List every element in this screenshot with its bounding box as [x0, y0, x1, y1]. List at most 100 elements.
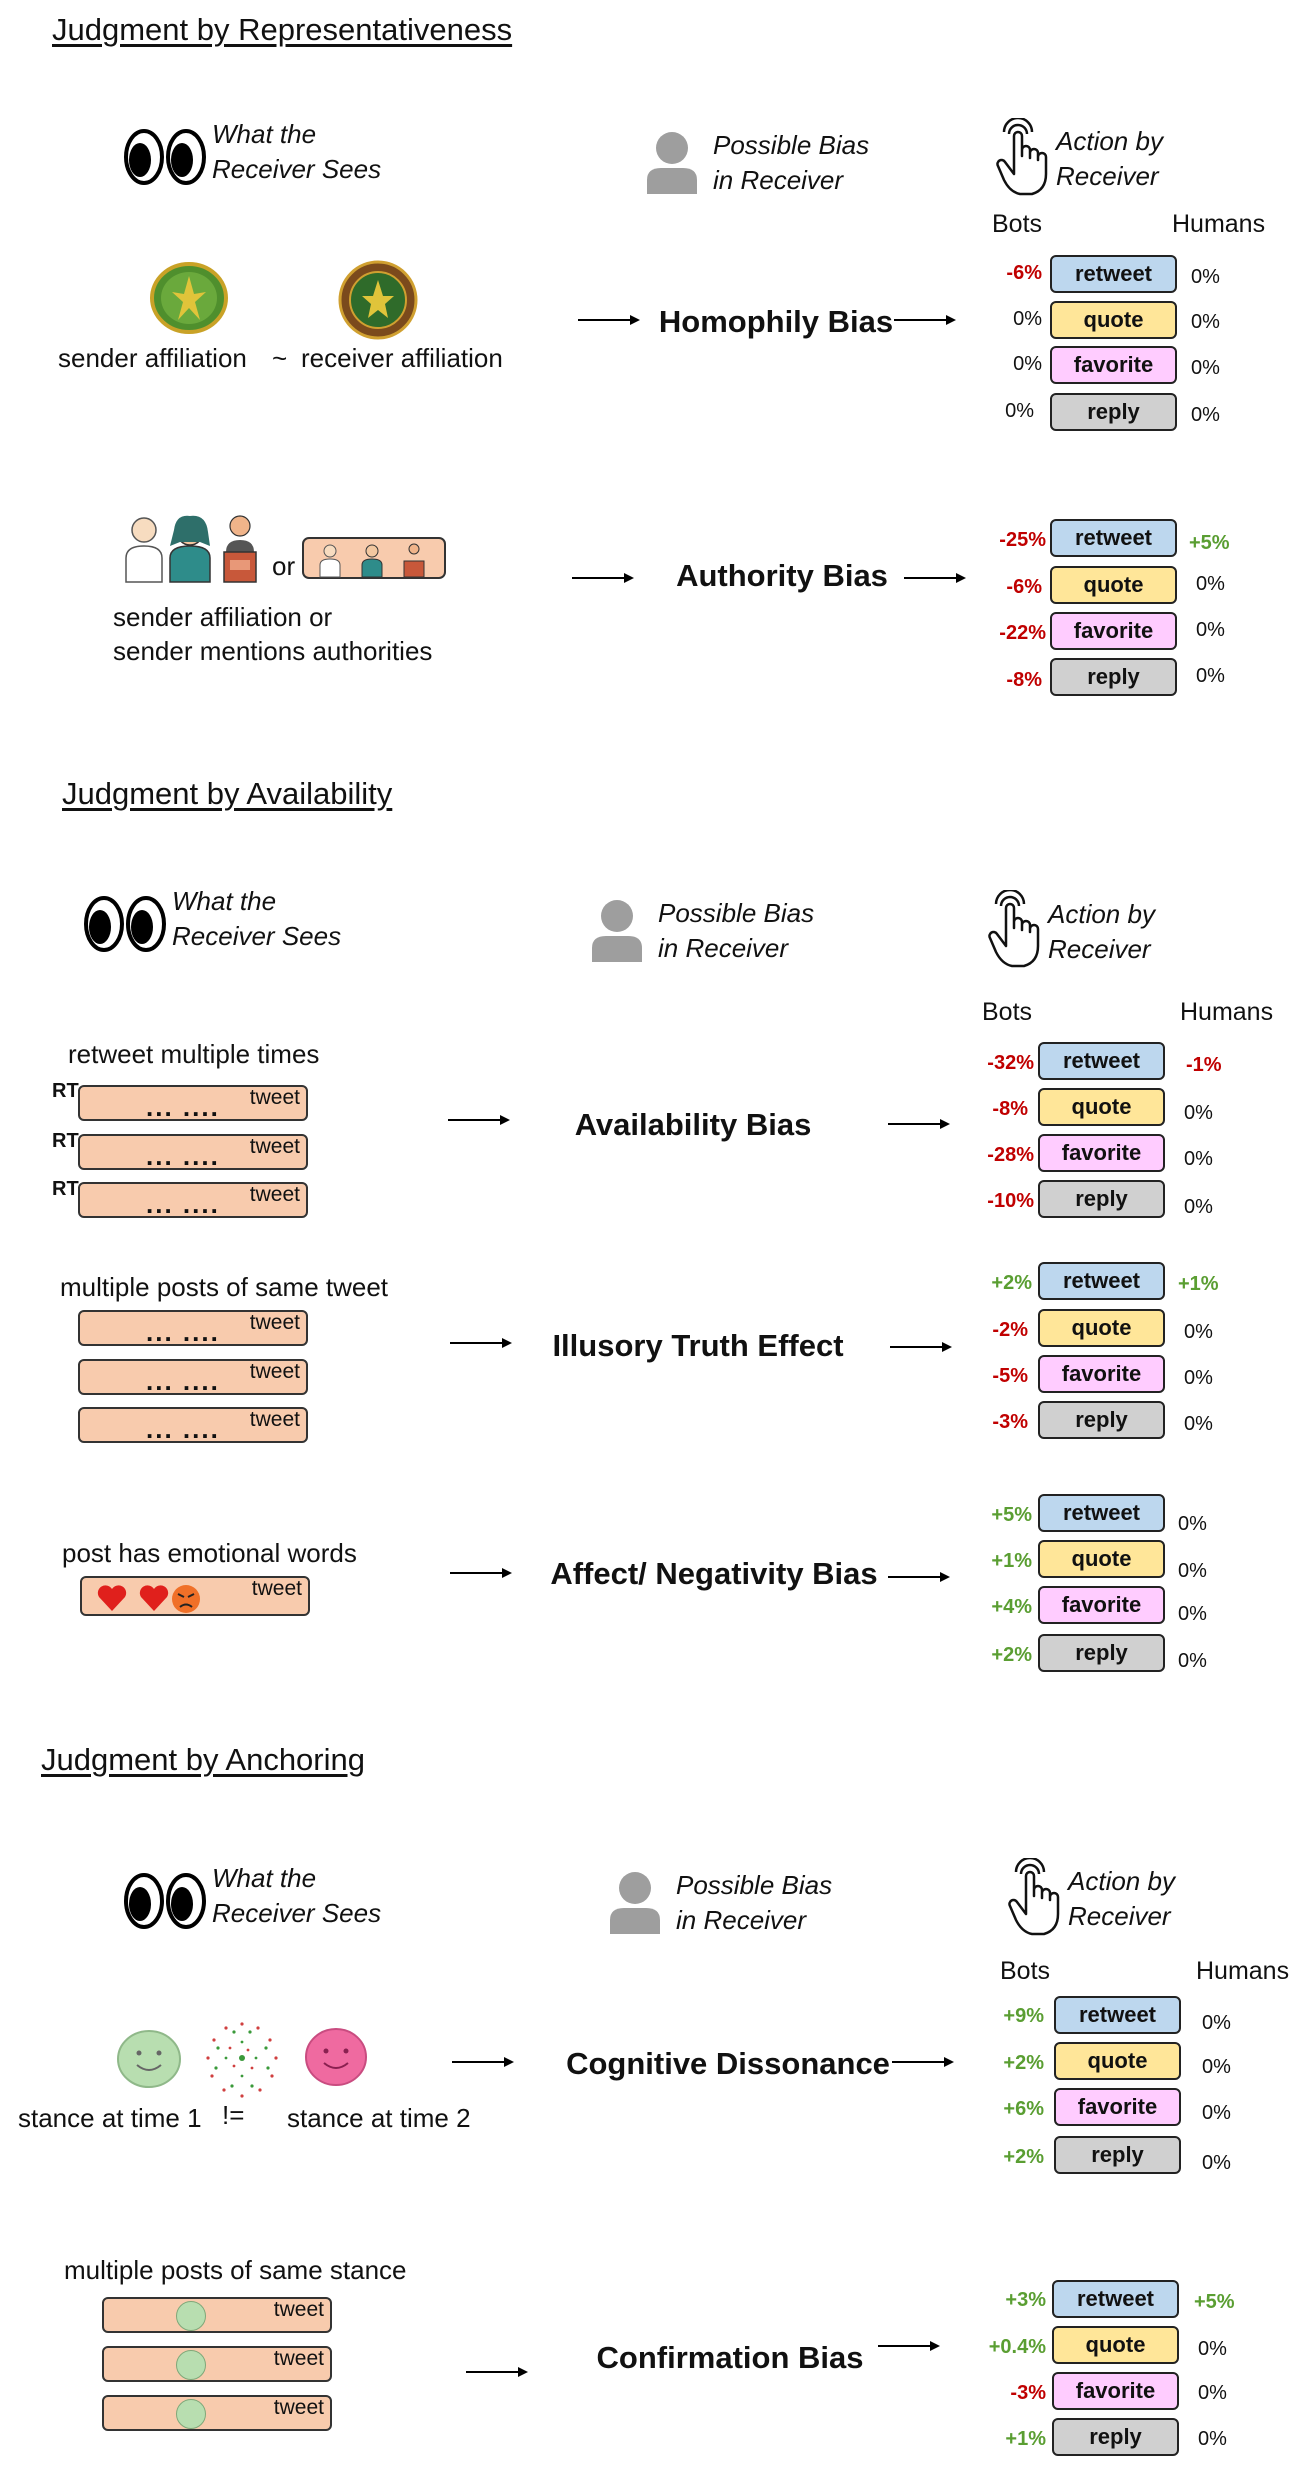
bots-value: -3% [1010, 2382, 1046, 2404]
humans-value: 0% [1191, 266, 1220, 288]
bots-header: Bots [1000, 1957, 1051, 1985]
header-action: Action by Receiver [1068, 1866, 1175, 1931]
humans-value: 0% [1196, 665, 1225, 687]
bias-confirmation: Confirmation Bias [596, 2340, 864, 2375]
header-action: Action by Receiver [1048, 899, 1155, 964]
retweet-button[interactable]: retweet [1038, 1042, 1165, 1080]
humans-value: 0% [1184, 1367, 1213, 1389]
tweet-text: ... .... [146, 1317, 220, 1347]
bots-value: -6% [1006, 262, 1042, 284]
retweet-button[interactable]: retweet [1050, 519, 1177, 557]
bots-value: -22% [999, 622, 1046, 644]
humans-value: +5% [1194, 2291, 1235, 2313]
humans-value: 0% [1196, 573, 1225, 595]
tweet-text: ... .... [146, 1141, 220, 1171]
humans-value: 0% [1178, 1650, 1207, 1672]
humans-value: 0% [1178, 1603, 1207, 1625]
favorite-button[interactable]: favorite [1052, 2372, 1179, 2410]
bots-value: +0.4% [988, 2336, 1046, 2358]
humans-value: 0% [1178, 1513, 1207, 1535]
retweet-button[interactable]: retweet [1054, 1996, 1181, 2034]
quote-button[interactable]: quote [1038, 1540, 1165, 1578]
bots-value: +1% [991, 1550, 1032, 1572]
reply-button[interactable]: reply [1050, 658, 1177, 696]
favorite-button[interactable]: favorite [1038, 1355, 1165, 1393]
tweet-text: ... .... [146, 1092, 220, 1122]
quote-button[interactable]: quote [1050, 301, 1177, 339]
bots-value: +5% [991, 1504, 1032, 1526]
bots-value: -5% [992, 1365, 1028, 1387]
evidence-authority-line2: sender mentions authorities [113, 636, 433, 666]
humans-value: 0% [1184, 1413, 1213, 1435]
tweet-label: tweet [249, 1135, 300, 1158]
reply-button[interactable]: reply [1038, 1634, 1165, 1672]
retweet-button[interactable]: retweet [1038, 1262, 1165, 1300]
humans-value: 0% [1202, 2152, 1231, 2174]
quote-button[interactable]: quote [1050, 566, 1177, 604]
humans-value: +1% [1178, 1273, 1219, 1295]
dotted-burst-icon [200, 2018, 284, 2107]
tweet-label: tweet [249, 1360, 300, 1383]
arrow-icon [452, 2055, 514, 2074]
favorite-button[interactable]: favorite [1054, 2088, 1181, 2126]
rt-label: RT [52, 1080, 79, 1102]
arrow-icon [892, 2055, 954, 2074]
humans-value: 0% [1202, 2102, 1231, 2124]
favorite-button[interactable]: favorite [1050, 346, 1177, 384]
humans-value: 0% [1202, 2012, 1231, 2034]
bias-affect-negativity: Affect/ Negativity Bias [550, 1556, 878, 1591]
smiley-green-icon [176, 2350, 206, 2380]
tweet-card: tweet [80, 1576, 310, 1616]
retweet-button[interactable]: retweet [1050, 255, 1177, 293]
evidence-emotional-words: post has emotional words [62, 1538, 357, 1568]
section-title-availability: Judgment by Availability [62, 776, 393, 811]
arrow-icon [450, 1566, 512, 1585]
tweet-label: tweet [273, 2347, 324, 2370]
reply-button[interactable]: reply [1054, 2136, 1181, 2174]
reply-button[interactable]: reply [1038, 1401, 1165, 1439]
emoji-hearts-angry-icon [97, 1585, 200, 1613]
bots-value: 0% [1013, 353, 1042, 375]
header-possible-bias: Possible Bias in Receiver [713, 130, 870, 195]
eyes-icon [124, 1872, 208, 1935]
tweet-card: ... ....tweet [78, 1359, 308, 1395]
quote-button[interactable]: quote [1038, 1309, 1165, 1347]
humans-value: 0% [1198, 2428, 1227, 2450]
section-title-representativeness: Judgment by Representativeness [52, 12, 513, 47]
evidence-not-equal: != [222, 2100, 245, 2130]
person-icon [645, 130, 699, 199]
tweet-card: ... ....tweet [78, 1182, 308, 1218]
arrow-icon [888, 1570, 950, 1589]
bots-value: +2% [991, 1644, 1032, 1666]
humans-value: 0% [1191, 311, 1220, 333]
bots-value: -10% [987, 1190, 1034, 1212]
bots-value: 0% [1005, 400, 1034, 422]
evidence-same-stance: multiple posts of same stance [64, 2255, 407, 2285]
eyes-icon [84, 895, 168, 958]
header-what-sees: What the Receiver Sees [212, 1863, 382, 1928]
favorite-button[interactable]: favorite [1038, 1586, 1165, 1624]
bots-value: -3% [992, 1411, 1028, 1433]
quote-button[interactable]: quote [1054, 2042, 1181, 2080]
favorite-button[interactable]: favorite [1038, 1134, 1165, 1172]
tweet-label: tweet [249, 1408, 300, 1431]
tweet-card: tweet [102, 2346, 332, 2382]
favorite-button[interactable]: favorite [1050, 612, 1177, 650]
quote-button[interactable]: quote [1038, 1088, 1165, 1126]
reply-button[interactable]: reply [1052, 2418, 1179, 2456]
humans-value: 0% [1184, 1196, 1213, 1218]
retweet-button[interactable]: retweet [1038, 1494, 1165, 1532]
smiley-green-icon [176, 2399, 206, 2429]
evidence-receiver-affiliation: receiver affiliation [301, 343, 503, 373]
bots-value: -6% [1006, 576, 1042, 598]
tweet-text: ... .... [146, 1189, 220, 1219]
humans-header: Humans [1196, 1957, 1290, 1985]
reply-button[interactable]: reply [1050, 393, 1177, 431]
quote-button[interactable]: quote [1052, 2326, 1179, 2364]
reply-button[interactable]: reply [1038, 1180, 1165, 1218]
retweet-button[interactable]: retweet [1052, 2280, 1179, 2318]
humans-value: 0% [1191, 357, 1220, 379]
section-title-anchoring: Judgment by Anchoring [41, 1742, 365, 1777]
tweet-card: ... ....tweet [78, 1407, 308, 1443]
rt-label: RT [52, 1130, 79, 1152]
